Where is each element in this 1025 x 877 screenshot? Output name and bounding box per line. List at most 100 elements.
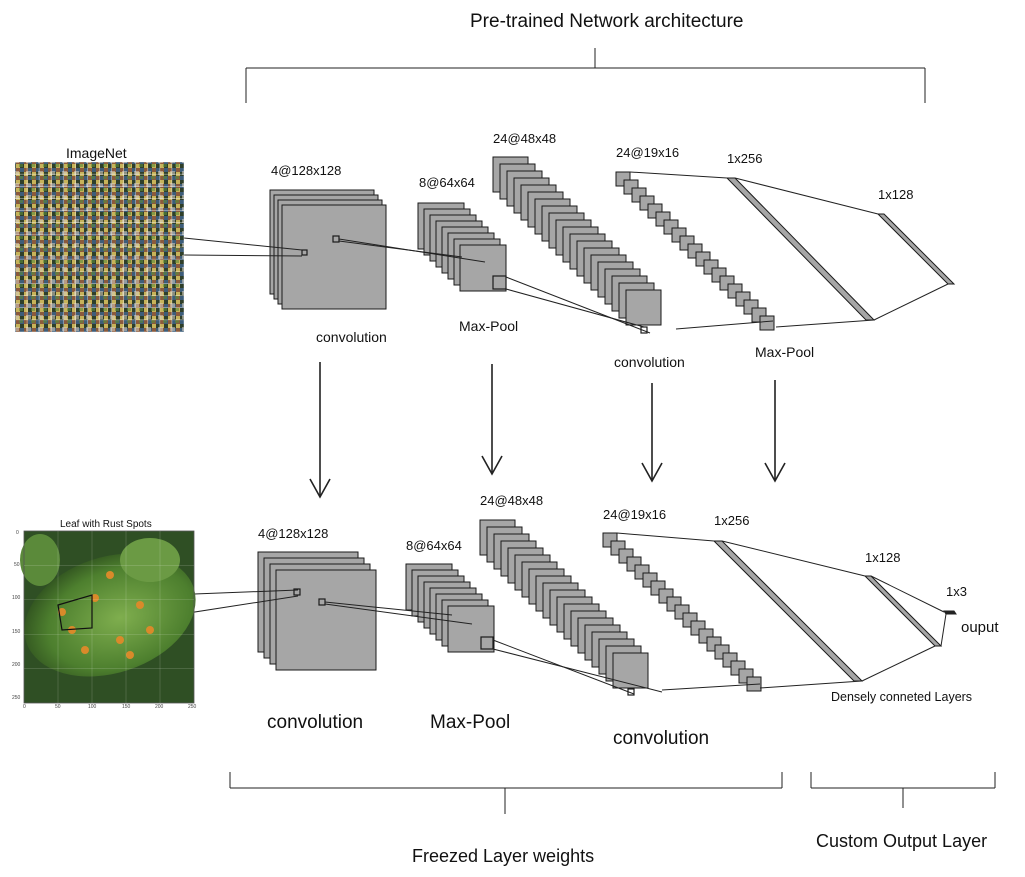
bottom-conv1-dim: 4@128x128: [258, 526, 329, 541]
bottom-dense2-dim: 1x128: [865, 550, 901, 565]
leaf-ytick-100: 100: [12, 595, 21, 601]
bottom-pool2-to-dense1-a: [616, 532, 715, 542]
leaf-shape-2: [120, 538, 180, 582]
top-pool1-dim: 8@64x64: [419, 175, 475, 190]
top-pool2-op: Max-Pool: [755, 344, 815, 360]
top-input-to-conv1-a: [183, 237, 303, 251]
leaf-image-frame: [23, 530, 195, 704]
top-pool2-to-dense1-b: [775, 319, 875, 328]
leaf-image-title: Leaf with Rust Spots: [60, 519, 152, 530]
top-conv1-kernel: [301, 249, 308, 256]
top-conv2-dim: 24@48x48: [493, 131, 557, 146]
bottom-pool1-window: [480, 636, 494, 650]
top-pool1-op: Max-Pool: [459, 318, 519, 334]
top-conv2-op: convolution: [614, 354, 685, 370]
bottom-conv2-dim: 24@48x48: [480, 493, 544, 508]
top-pool2-dim: 24@19x16: [616, 145, 680, 160]
arrow-pool1: [481, 364, 503, 476]
bottom-pool1-op: Max-Pool: [430, 712, 511, 733]
arrow-conv2: [641, 383, 663, 483]
top-pool1-window: [492, 275, 507, 290]
arrow-conv1-head: [309, 478, 331, 499]
input-images: [14, 161, 196, 704]
top-dense2: [876, 213, 956, 285]
bottom-pool2-dim: 24@19x16: [603, 507, 667, 522]
bottom-conv1-to-pool1-a: [324, 603, 473, 625]
bottom-dense1-dim: 1x256: [714, 513, 750, 528]
top-pool2-slice-19: [759, 315, 775, 331]
custom-output-caption: Custom Output Layer: [816, 831, 988, 851]
custom-bracket: [810, 772, 996, 808]
rust-spot-4: [116, 636, 124, 644]
top-conv2-slice-20: [625, 289, 662, 326]
leaf-ytick-50: 50: [14, 562, 20, 568]
bottom-dense2: [863, 575, 943, 647]
bottom-conv1-to-pool1-b: [324, 601, 453, 616]
bottom-dense1-to-dense2-b: [861, 645, 936, 682]
top-pool1-to-conv2-b: [505, 276, 651, 334]
rust-spot-2: [68, 626, 76, 634]
output-label: ouput: [961, 619, 999, 636]
freezed-weights-caption: Freezed Layer weights: [412, 846, 595, 866]
bottom-pool1-dim: 8@64x64: [406, 538, 462, 553]
arrow-conv2-head: [641, 462, 663, 483]
leaf-xtick-100: 100: [88, 704, 97, 710]
bottom-conv1-slice-4: [275, 569, 377, 671]
connection-lines: [91, 171, 949, 696]
rust-spot-7: [81, 646, 89, 654]
bottom-conv1-op: convolution: [267, 712, 364, 733]
rust-spot-8: [106, 571, 114, 579]
arrow-pool1-head: [481, 455, 503, 476]
rust-spot-9: [126, 651, 134, 659]
leaf-xtick-250: 250: [188, 704, 197, 710]
leaf-ytick-0: 0: [16, 530, 19, 536]
bottom-pool2-to-dense1-b: [759, 680, 863, 689]
leaf-ytick-250: 250: [12, 695, 21, 701]
leaf-receptive-field: [57, 594, 93, 631]
arrow-pool2-head: [764, 462, 786, 483]
leaf-ytick-200: 200: [12, 662, 21, 668]
rust-spot-6: [146, 626, 154, 634]
frozen-bracket: [229, 772, 783, 814]
top-dense2-dim: 1x128: [878, 187, 914, 202]
top-title: Pre-trained Network architecture: [470, 11, 744, 32]
top-pool2-to-dense1-a: [629, 171, 728, 179]
top-dense1-dim: 1x256: [727, 151, 763, 166]
imagenet-label: ImageNet: [66, 145, 127, 161]
arrow-pool2: [764, 380, 786, 483]
leaf-shape: [24, 553, 196, 677]
bottom-pool1-slice-8: [447, 605, 495, 653]
arrow-conv1: [309, 362, 331, 499]
leaf-xtick-50: 50: [55, 704, 61, 710]
leaf-xtick-200: 200: [155, 704, 164, 710]
bottom-pool1-to-conv2-b: [492, 648, 663, 693]
top-bracket: [245, 48, 926, 103]
top-pool1-to-conv2-a: [505, 288, 645, 328]
top-conv1-to-pool1-b: [338, 240, 463, 258]
top-pool1-slice-8: [459, 244, 507, 292]
leaf-xtick-150: 150: [122, 704, 131, 710]
layer-blocks: [257, 156, 957, 692]
bottom-conv1-kernel: [293, 588, 301, 596]
bottom-conv2-slice-20: [612, 652, 649, 689]
dense-layers-label: Densely conneted Layers: [831, 690, 973, 704]
bottom-out-dim: 1x3: [946, 584, 967, 599]
top-input-to-conv1-b: [183, 254, 303, 257]
leaf-xtick-0: 0: [23, 704, 26, 710]
leaf-ytick-150: 150: [12, 629, 21, 635]
bottom-dense1-to-dense2-a: [721, 540, 866, 577]
bottom-conv2-op: convolution: [613, 728, 710, 749]
top-conv1-dim: 4@128x128: [271, 163, 342, 178]
rust-spot-5: [136, 601, 144, 609]
top-conv1-slice-4: [281, 204, 387, 310]
brackets-layer: [229, 48, 996, 814]
rust-spot-3: [91, 594, 99, 602]
top-dense1-to-dense2-b: [873, 283, 949, 321]
bottom-conv2-to-pool2-b: [661, 683, 761, 691]
top-dense1-to-dense2-a: [734, 177, 879, 215]
top-conv2-to-pool2-b: [675, 320, 774, 330]
bottom-dense2-to-out-a: [870, 575, 945, 613]
leaf-shape-3: [20, 534, 60, 586]
